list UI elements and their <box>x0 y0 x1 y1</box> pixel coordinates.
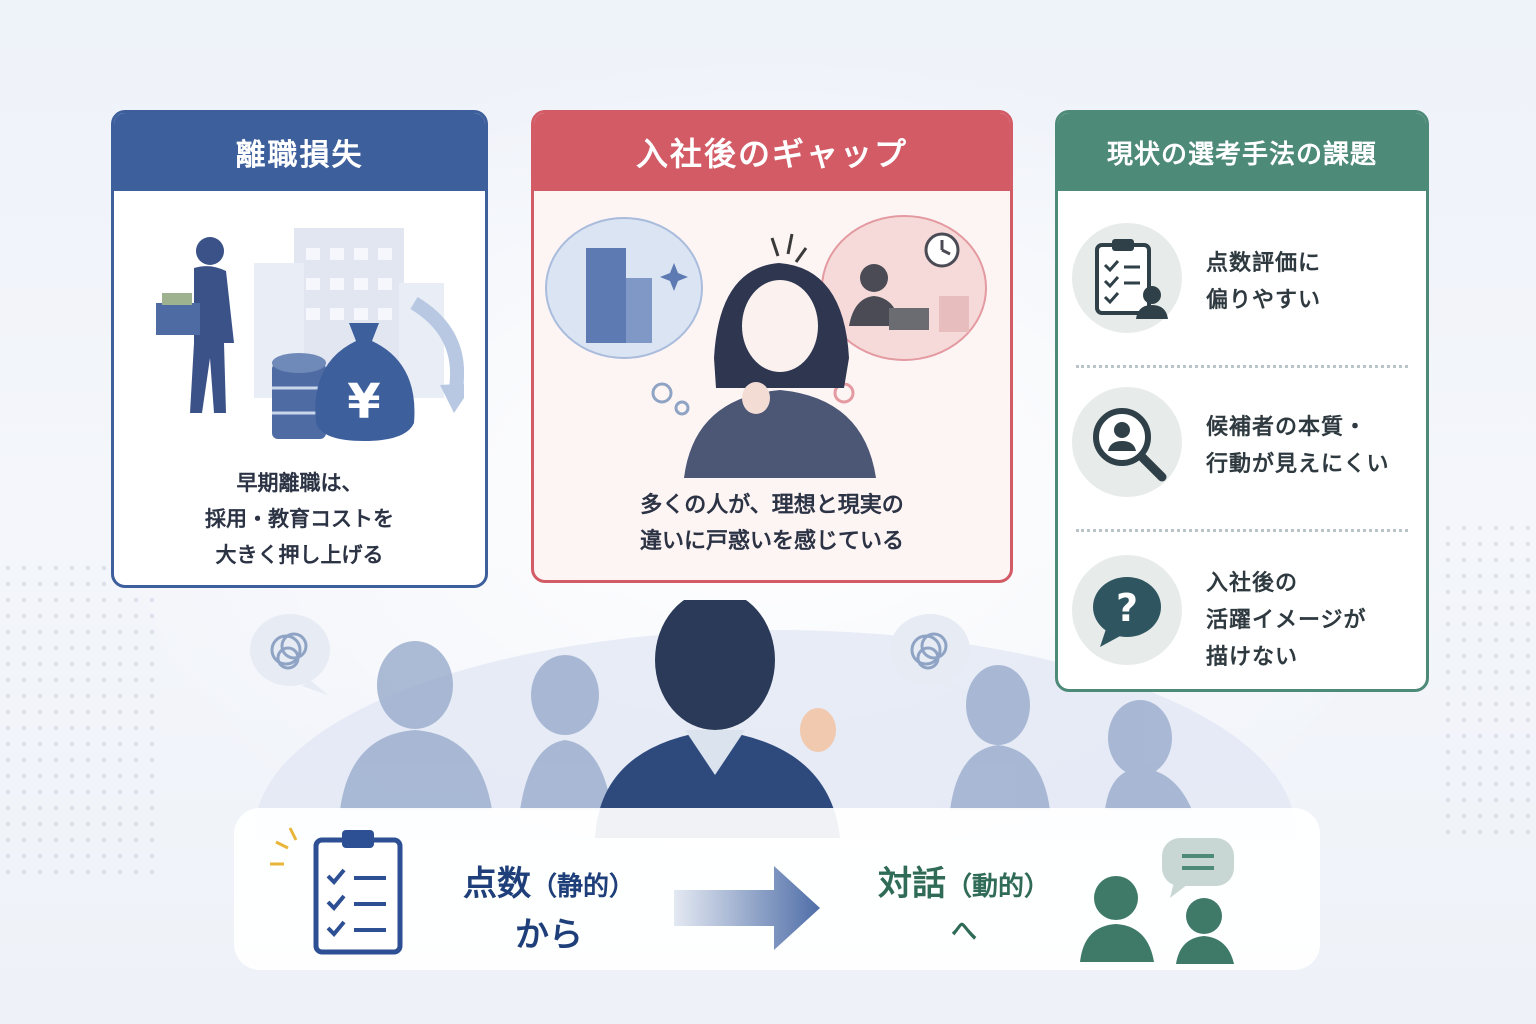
down-arrow-icon <box>410 296 464 390</box>
divider <box>1076 529 1408 532</box>
svg-text:?: ? <box>1116 586 1138 630</box>
issue-item: 候補者の本質・ 行動が見えにくい <box>1058 381 1426 531</box>
card-description: 多くの人が、理想と現実の 違いに戸惑いを感じている <box>534 488 1010 560</box>
reality-overwork-thought-cloud-icon <box>821 215 987 404</box>
issue-text: 点数評価に 偏りやすい <box>1206 251 1322 313</box>
card-title: 離職損失 <box>114 113 485 191</box>
coin-stack-icon <box>272 353 326 439</box>
card-turnover-loss: 離職損失 <box>111 110 488 588</box>
card-title: 現状の選考手法の課題 <box>1058 113 1426 191</box>
dialogue-people-icon <box>1080 838 1234 964</box>
card-post-hire-gap: 入社後のギャップ <box>531 110 1013 583</box>
tangled-thought-bubble-left-icon <box>250 614 330 695</box>
description-line: 採用・教育コストを <box>205 507 394 531</box>
issue-item: 点数評価に 偏りやすい <box>1058 213 1426 363</box>
right-arrow-icon <box>674 866 820 950</box>
meeting-scene <box>250 600 1295 840</box>
dot-pattern-right <box>1440 520 1536 840</box>
card-selection-issues: 現状の選考手法の課題 点数評価に 偏りやすい <box>1055 110 1429 692</box>
issue-text: 候補者の本質・ 行動が見えにくい <box>1206 415 1390 477</box>
checklist-clipboard-icon <box>270 827 403 955</box>
to-label: 対話（動的） へ <box>877 864 1050 947</box>
turnover-cost-illustration: ¥ <box>156 228 464 441</box>
yen-money-bag-icon: ¥ <box>315 323 415 441</box>
confusion-mark-icon <box>770 233 808 263</box>
magnifier-person-icon <box>1072 387 1182 497</box>
description-line: 違いに戸惑いを感じている <box>639 529 904 554</box>
card-title: 入社後のギャップ <box>534 113 1010 191</box>
description-line: 多くの人が、理想と現実の <box>640 493 904 518</box>
card-description: 早期離職は、 採用・教育コストを 大きく押し上げる <box>114 465 485 573</box>
svg-text:¥: ¥ <box>347 374 380 430</box>
from-label: 点数（静的） から <box>462 864 635 955</box>
dot-pattern-left <box>0 560 160 880</box>
audience-silhouettes <box>340 641 1192 810</box>
divider <box>1076 365 1408 368</box>
tangled-thought-bubble-right-icon <box>890 614 970 695</box>
person-leaving-icon <box>156 237 234 413</box>
issue-text: 入社後の 活躍イメージが 描けない <box>1206 571 1367 670</box>
question-bubble-icon: ? <box>1072 555 1182 665</box>
expectation-reality-illustration <box>545 215 987 478</box>
clipboard-person-icon <box>1072 223 1182 333</box>
description-line: 大きく押し上げる <box>215 543 384 567</box>
description-line: 早期離職は、 <box>236 471 363 495</box>
transition-banner: 点数（静的） から 対話（動的） へ <box>234 808 1320 970</box>
confused-woman-icon <box>684 263 876 478</box>
issue-item: ? 入社後の 活躍イメージが 描けない <box>1058 545 1426 689</box>
ideal-office-thought-cloud-icon <box>545 217 703 416</box>
